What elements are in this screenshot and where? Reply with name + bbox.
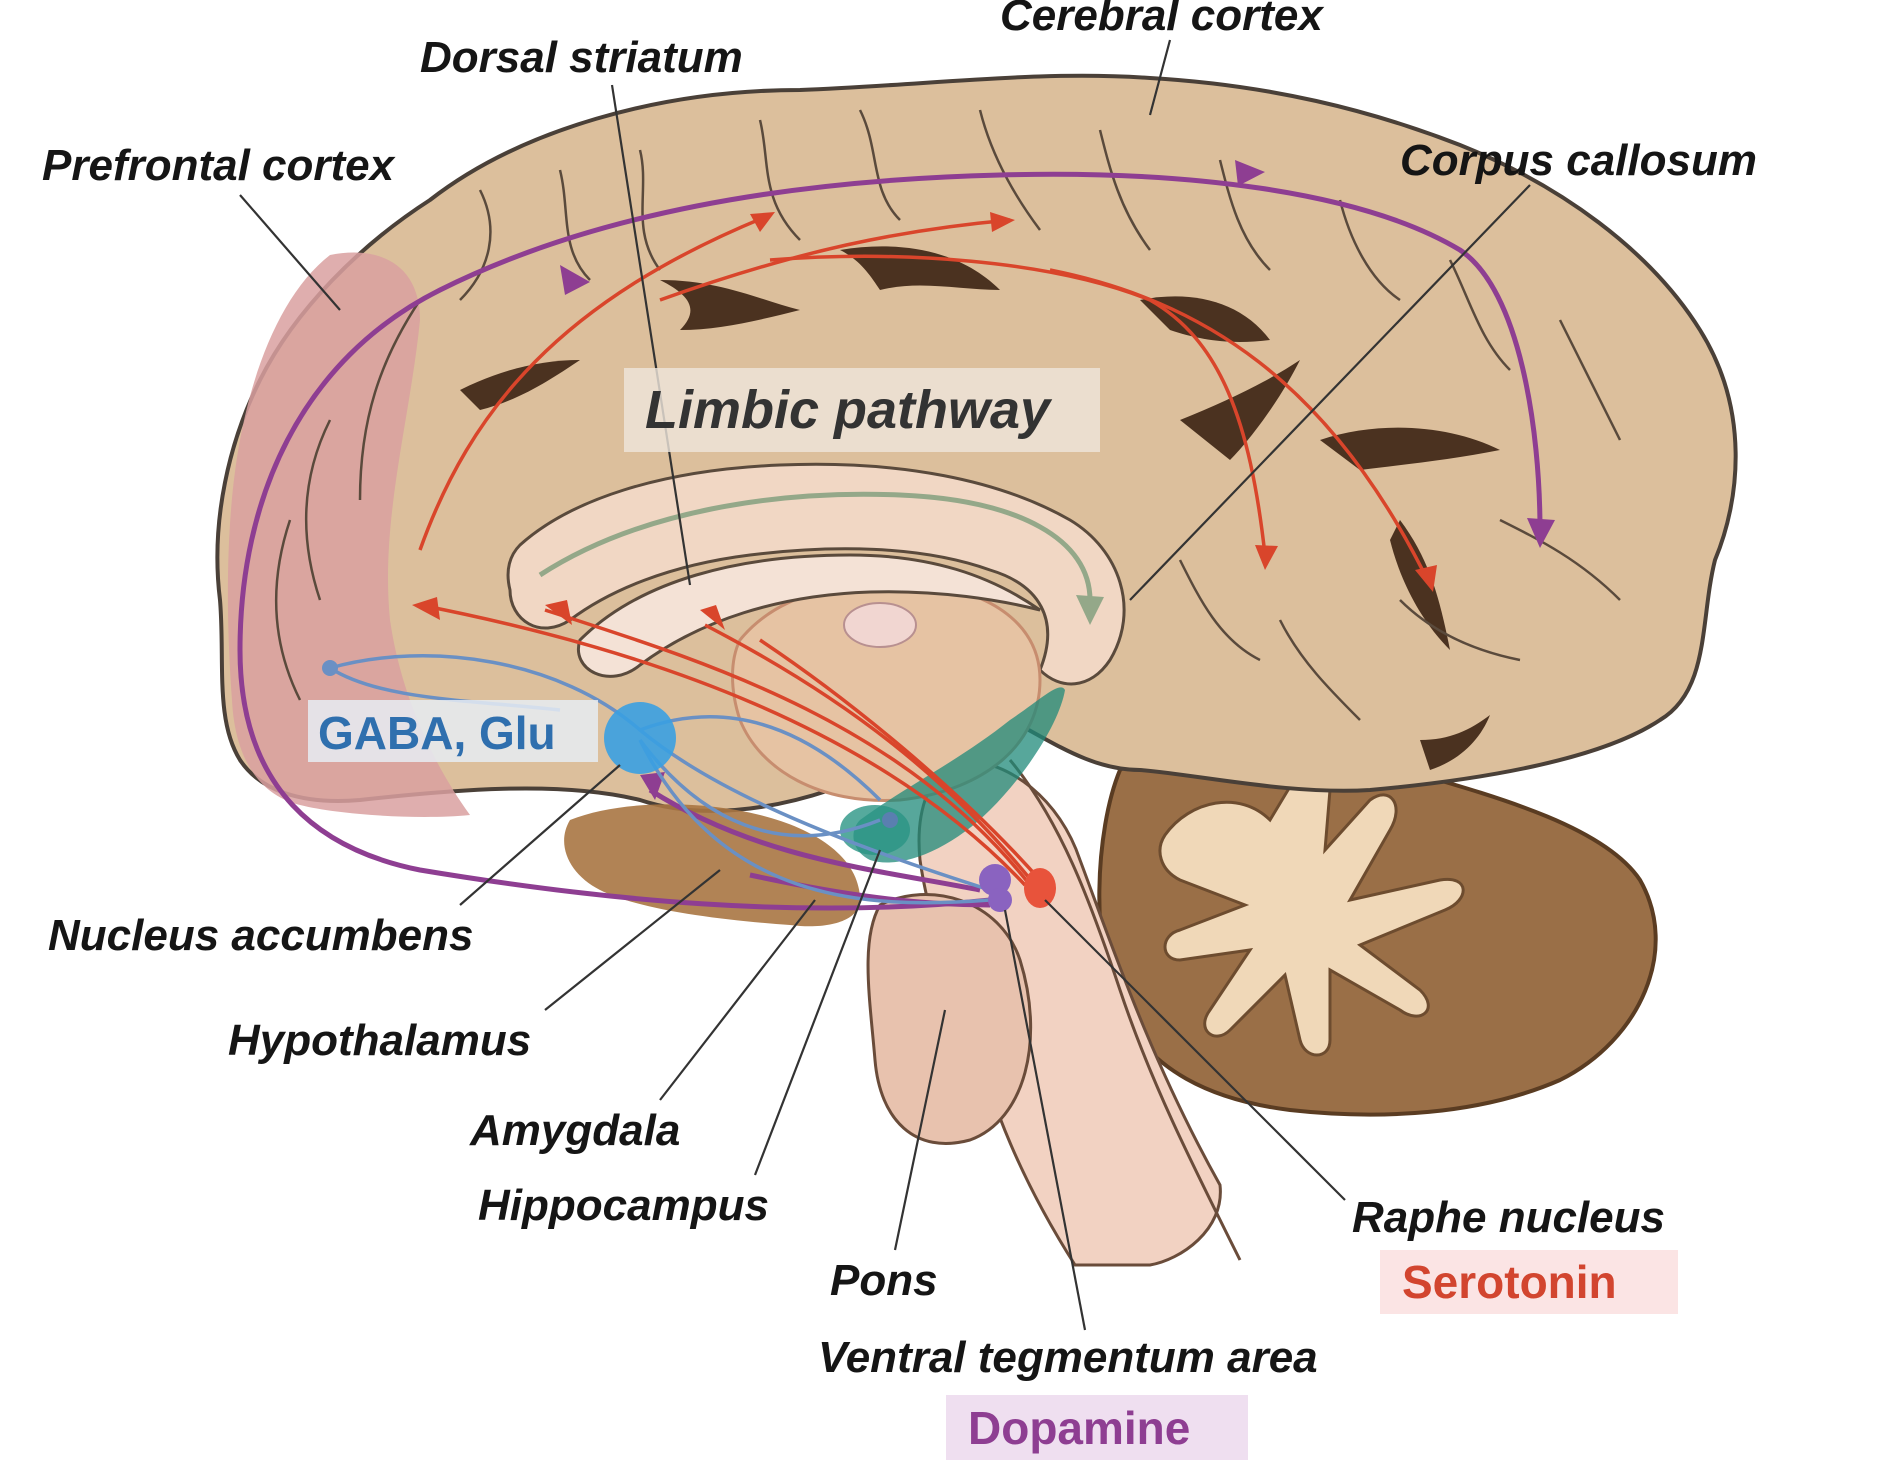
serotonin-arrowhead (700, 605, 725, 630)
limbic-pathway-label-bg (624, 368, 1100, 452)
label-prefrontal-cortex: Prefrontal cortex (42, 141, 396, 190)
pons-shape (866, 892, 1033, 1145)
leader-cerebral-cortex (1148, 39, 1172, 116)
dopamine-path-cortical (237, 171, 1543, 911)
label-dorsal-striatum: Dorsal striatum (420, 33, 743, 82)
cerebrum (215, 73, 1738, 927)
thalamus-center (843, 602, 917, 648)
serotonin-arrowhead (1255, 545, 1278, 570)
vta-nucleus (979, 864, 1011, 896)
gyri-lines (274, 109, 1622, 721)
limbic-pathway-arrowhead (1076, 595, 1104, 625)
dopamine-arrowhead (1235, 160, 1265, 186)
raphe-nucleus-dot (1024, 868, 1056, 908)
label-amygdala: Amygdala (469, 1106, 680, 1155)
serotonin-arrowhead (412, 597, 440, 620)
amygdala-region (853, 687, 1065, 863)
leader-pons (893, 1009, 947, 1251)
amygdala-synapse (882, 812, 898, 828)
leader-vta (1003, 909, 1087, 1331)
serotonin-path (544, 608, 1032, 887)
serotonin-arrowheads (412, 212, 1437, 630)
fornix-shape (576, 553, 1041, 678)
serotonin-path (704, 623, 1037, 887)
label-nucleus-accumbens: Nucleus accumbens (48, 911, 474, 960)
dopamine-tag-bg (946, 1395, 1248, 1460)
serotonin-path (418, 213, 771, 551)
vta-nucleus-2 (988, 888, 1012, 912)
serotonin-path (1049, 268, 1432, 586)
label-raphe-nucleus: Raphe nucleus (1352, 1193, 1665, 1242)
label-hippocampus: Hippocampus (478, 1181, 769, 1230)
dopamine-arrowhead (560, 265, 590, 295)
dopamine-arrowhead (1527, 518, 1555, 548)
dopamine-path-inner (648, 787, 981, 893)
fourth-ventricle-line (1008, 759, 1242, 1261)
leader-lines (239, 39, 1531, 1331)
label-gaba-glu: GABA, Glu (318, 707, 556, 759)
leader-hippocampus (753, 849, 882, 1176)
label-ventral-tegmentum-area: Ventral tegmentum area (818, 1333, 1318, 1382)
leader-corpus-callosum (1129, 184, 1531, 601)
gaba-path (638, 738, 881, 838)
gaba-dendrite-node (322, 660, 338, 676)
serotonin-pathways (418, 213, 1432, 887)
gaba-path (638, 739, 991, 905)
serotonin-arrowhead (750, 212, 775, 232)
serotonin-arrowhead (545, 600, 572, 625)
leader-dorsal-striatum (610, 84, 692, 586)
serotonin-arrowhead (1415, 565, 1437, 592)
dopamine-arrowheads (560, 160, 1555, 800)
label-serotonin: Serotonin (1402, 1256, 1617, 1308)
leader-prefrontal-cortex (239, 194, 341, 311)
dopamine-arrowhead (640, 772, 665, 800)
limbic-pathway-arrow (538, 491, 1093, 601)
label-hypothalamus: Hypothalamus (228, 1016, 531, 1065)
gaba-glu-label-bg (308, 700, 598, 762)
serotonin-path (659, 218, 1011, 302)
leader-nucleus-accumbens (459, 764, 621, 906)
label-limbic-pathway: Limbic pathway (645, 380, 1053, 440)
leader-amygdala (659, 899, 816, 1101)
leader-hypothalamus (544, 869, 721, 1011)
gaba-glu-node (604, 702, 676, 774)
leader-raphe-nucleus (1044, 899, 1346, 1201)
serotonin-path (759, 638, 1042, 882)
serotonin-tag-bg (1380, 1250, 1678, 1314)
label-corpus-callosum: Corpus callosum (1400, 136, 1757, 185)
serotonin-arrowhead (990, 212, 1015, 232)
serotonin-path (419, 603, 1027, 887)
cerebellum (1097, 738, 1658, 1117)
label-cerebral-cortex: Cerebral cortex (1000, 0, 1324, 40)
label-pons: Pons (830, 1256, 938, 1305)
label-dopamine: Dopamine (968, 1402, 1190, 1454)
